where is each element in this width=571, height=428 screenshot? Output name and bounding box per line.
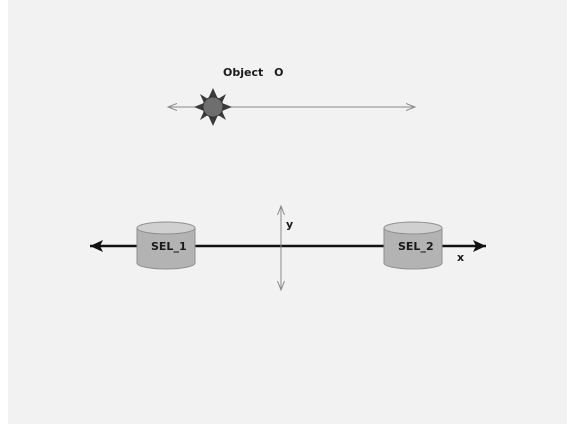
object-label-text: Object (223, 66, 264, 79)
sensor-2-cylinder (383, 221, 443, 270)
sensor-1-cylinder (136, 221, 196, 270)
diagram-graphics (90, 88, 486, 424)
sensor-2-label: SEL_2 (398, 240, 434, 253)
x-axis-label: x (457, 251, 465, 264)
object-symbol: O (274, 66, 284, 79)
sensor-1-label: SEL_1 (151, 240, 187, 253)
diagram-canvas: Object O SEL_1 SEL_2 x y (8, 0, 567, 424)
object-star-icon (194, 88, 232, 126)
object-label: Object O (223, 66, 283, 79)
y-axis-label: y (286, 218, 294, 231)
